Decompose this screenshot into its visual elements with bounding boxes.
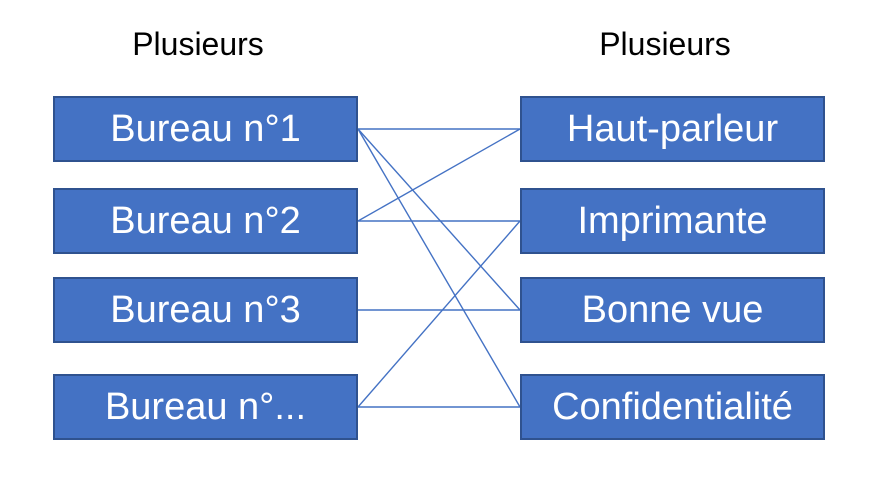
node-bonne-vue: Bonne vue: [520, 277, 825, 343]
node-bureau-1: Bureau n°1: [53, 96, 358, 162]
node-label: Bureau n°2: [110, 199, 301, 242]
node-label: Bureau n°3: [110, 288, 301, 331]
connector-line-bureau-2-to-haut-parleur: [357, 128, 521, 222]
connector-line-bureau-1-to-confidentialite: [357, 128, 521, 408]
node-label: Confidentialité: [552, 385, 793, 428]
connector-line-bureau-1-to-bonne-vue: [357, 128, 521, 311]
node-haut-parleur: Haut-parleur: [520, 96, 825, 162]
node-label: Bonne vue: [581, 288, 764, 331]
node-bureau-etc: Bureau n°...: [53, 374, 358, 440]
left-column-header: Plusieurs: [132, 26, 264, 62]
node-imprimante: Imprimante: [520, 188, 825, 254]
node-label: Imprimante: [577, 199, 768, 242]
node-bureau-2: Bureau n°2: [53, 188, 358, 254]
node-bureau-3: Bureau n°3: [53, 277, 358, 343]
node-label: Bureau n°1: [110, 107, 301, 150]
node-confidentialite: Confidentialité: [520, 374, 825, 440]
right-column-header: Plusieurs: [599, 26, 731, 62]
node-label: Bureau n°...: [104, 385, 307, 428]
connector-line-bureau-etc-to-imprimante: [357, 220, 521, 408]
node-label: Haut-parleur: [566, 107, 779, 150]
